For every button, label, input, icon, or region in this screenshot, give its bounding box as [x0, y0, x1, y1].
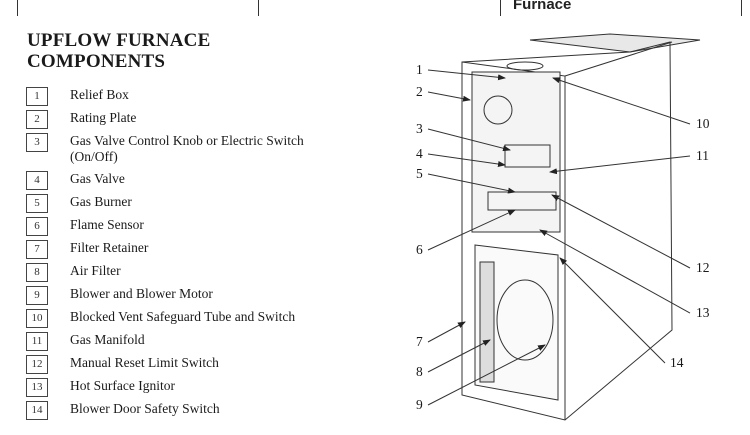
item-label: Relief Box	[70, 87, 129, 102]
callout-2: 2	[416, 84, 423, 99]
section-header: Furnace	[513, 0, 572, 13]
gas-valve-body	[504, 144, 551, 168]
item-number-box: 10	[26, 309, 48, 328]
cabinet-right	[564, 41, 673, 77]
item-label: Gas Valve Control Knob or Electric Switc…	[70, 133, 304, 164]
item-number-box: 6	[26, 217, 48, 236]
callout-3: 3	[416, 121, 423, 136]
item-number-box: 11	[26, 332, 48, 351]
leader-8	[427, 339, 491, 373]
item-label: Filter Retainer	[70, 240, 149, 255]
item-label: Gas Manifold	[70, 332, 145, 347]
air-filter-area	[479, 261, 495, 383]
header-divider-right-a	[500, 0, 501, 16]
title-line-1: UPFLOW FURNACE	[27, 30, 211, 51]
callout-13: 13	[696, 305, 710, 320]
leader-13	[539, 229, 691, 314]
item-number-box: 7	[26, 240, 48, 259]
item-number-box: 12	[26, 355, 48, 374]
callout-14: 14	[670, 355, 684, 370]
item-label: Gas Valve	[70, 171, 125, 186]
upper-compartment	[471, 71, 561, 233]
callout-12: 12	[696, 260, 710, 275]
callout-11: 11	[696, 148, 709, 163]
page-title: UPFLOW FURNACE COMPONENTS	[27, 30, 210, 72]
item-number-box: 8	[26, 263, 48, 282]
cabinet-outline	[461, 41, 673, 421]
leader-1	[427, 69, 506, 81]
callout-7: 7	[416, 334, 423, 349]
header-divider-left	[17, 0, 18, 16]
item-number-box: 3	[26, 133, 48, 152]
item-label: Gas Burner	[70, 194, 132, 209]
blower-wheel	[496, 279, 554, 361]
leader-14	[559, 257, 666, 364]
leader-11	[549, 155, 691, 175]
leader-7	[427, 321, 466, 343]
leader-12	[551, 194, 691, 269]
header-divider-mid	[258, 0, 259, 16]
inducer-blower	[483, 95, 513, 125]
leader-3	[427, 128, 511, 152]
item-label: Rating Plate	[70, 110, 137, 125]
vent-collar	[506, 61, 544, 71]
item-label: Manual Reset Limit Switch	[70, 355, 219, 370]
item-number-box: 4	[26, 171, 48, 190]
title-line-2: COMPONENTS	[27, 51, 166, 72]
leader-2	[427, 91, 471, 102]
item-label: Blower and Blower Motor	[70, 286, 213, 301]
callout-5: 5	[416, 166, 423, 181]
callout-9: 9	[416, 397, 423, 412]
header-divider-right-b	[741, 0, 742, 16]
item-label: Blocked Vent Safeguard Tube and Switch	[70, 309, 296, 324]
item-label: Blower Door Safety Switch	[70, 401, 220, 416]
leader-10	[552, 77, 691, 125]
item-number-box: 14	[26, 401, 48, 420]
callout-6: 6	[416, 242, 423, 257]
leader-4	[427, 153, 506, 167]
item-number-box: 1	[26, 87, 48, 106]
leader-9	[427, 344, 546, 406]
leader-6	[427, 209, 516, 251]
callout-8: 8	[416, 364, 423, 379]
item-label: Hot Surface Ignitor	[70, 378, 175, 393]
leader-5	[427, 173, 516, 194]
callout-10: 10	[696, 116, 710, 131]
item-number-box: 2	[26, 110, 48, 129]
item-label: Flame Sensor	[70, 217, 144, 232]
cabinet-top-filter	[529, 33, 701, 53]
burner-assembly	[487, 191, 557, 211]
item-number-box: 13	[26, 378, 48, 397]
item-number-box: 9	[26, 286, 48, 305]
callout-4: 4	[416, 146, 423, 161]
item-number-box: 5	[26, 194, 48, 213]
callout-1: 1	[416, 62, 423, 77]
item-label: Air Filter	[70, 263, 121, 278]
